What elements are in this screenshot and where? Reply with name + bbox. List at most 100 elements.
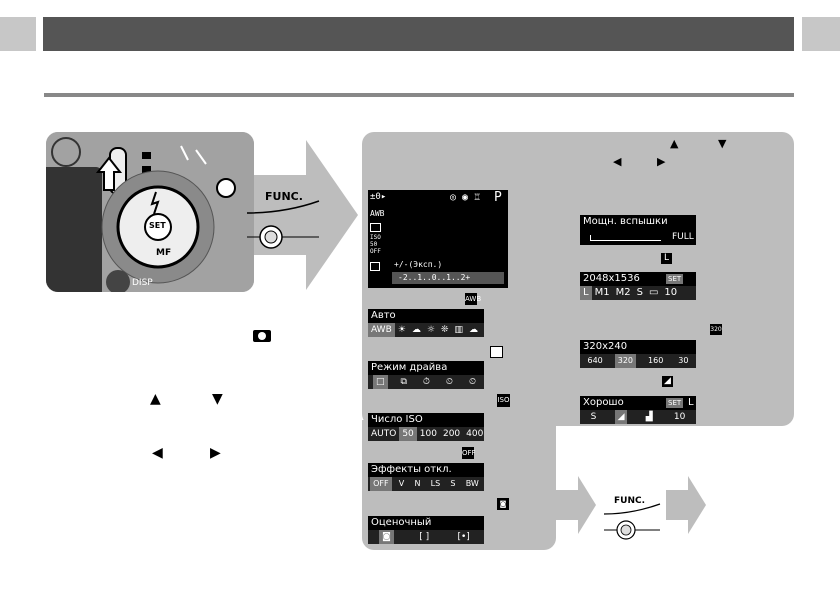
option[interactable]: ☀ [397, 325, 406, 335]
down-arrow-icon: ▼ [718, 137, 727, 150]
arrow-to-func [556, 476, 596, 534]
option[interactable]: 320 [614, 354, 637, 368]
arrow-from-func [666, 476, 706, 534]
menu-options: L M1 M2 S ▭ 10 [580, 286, 696, 300]
option[interactable]: L [580, 286, 592, 300]
option[interactable]: [•] [457, 532, 470, 542]
set-badge: SET [666, 274, 684, 284]
option[interactable]: M2 [615, 287, 631, 298]
up-arrow-icon: ▲ [150, 391, 161, 407]
option[interactable]: 400 [466, 429, 484, 439]
wb-ref-icon: AWB [465, 293, 482, 305]
menu-title: Режим драйва [371, 362, 448, 373]
option[interactable]: ▟ [645, 412, 653, 422]
menu-options: OFF V N LS S BW [368, 477, 484, 491]
func-label-large: FUNC. [265, 190, 303, 203]
header-left-tab [0, 17, 36, 51]
option[interactable]: ▥ [454, 325, 463, 335]
iso-indicator: ISO 50 [370, 234, 381, 248]
option[interactable]: AUTO [371, 429, 397, 439]
option[interactable]: 640 [587, 356, 603, 365]
right-arrow-icon: ▶ [210, 445, 221, 461]
lcd-status-icons: ◎ ◉ ♖ [450, 192, 481, 203]
iso-ref-icon: ISO [497, 394, 510, 407]
option[interactable]: ⧉ [400, 377, 407, 387]
menu-quality[interactable]: Хорошо SET L S ◢ ▟ 10 [580, 396, 696, 424]
mode-indicator: P [494, 190, 502, 205]
drive-ref-icon [490, 346, 503, 358]
option[interactable]: ◢ [614, 410, 628, 424]
left-arrow-icon: ◀ [152, 445, 163, 461]
option[interactable]: N [414, 479, 421, 488]
option[interactable]: 30 [678, 356, 689, 365]
option[interactable]: V [398, 479, 405, 488]
metering-indicator [370, 262, 380, 271]
option[interactable]: ❊ [440, 325, 449, 335]
option[interactable]: LS [430, 479, 441, 488]
disp-label: DISP [132, 278, 153, 288]
menu-options: AUTO 50 100 200 400 [368, 427, 484, 441]
menu-options: □ ⧉ ⏱ ⏲ ⏲ [368, 375, 484, 389]
func-button-large[interactable] [245, 197, 321, 253]
option[interactable]: ☁ [468, 325, 478, 335]
up-arrow-icon: ▲ [670, 137, 679, 150]
menu-flash-output[interactable]: Мощн. вспышки FULL [580, 215, 696, 245]
option[interactable]: 160 [648, 356, 664, 365]
option[interactable]: ⏲ [468, 377, 476, 387]
menu-title: 2048x1536 SET [580, 272, 696, 286]
option[interactable]: S [590, 412, 597, 422]
option[interactable]: ⏱ [422, 377, 430, 387]
menu-options: ◙ [ ] [•] [368, 530, 484, 544]
option[interactable]: 10 [664, 287, 678, 298]
left-arrow-icon: ◀ [613, 155, 622, 168]
option[interactable]: M1 [594, 287, 610, 298]
option[interactable]: □ [372, 375, 388, 389]
option[interactable]: 200 [442, 429, 461, 439]
func-button-small[interactable] [602, 500, 662, 546]
menu-options: S ◢ ▟ 10 [580, 410, 696, 424]
option[interactable]: S [450, 479, 456, 488]
menu-title: Хорошо SET L [580, 396, 696, 410]
option[interactable]: ▭ [648, 287, 659, 298]
option[interactable]: OFF [370, 477, 392, 491]
option[interactable]: ☁ [411, 325, 421, 335]
header-bar [43, 17, 794, 51]
flash-scale [590, 235, 661, 241]
option[interactable]: ☼ [426, 325, 435, 335]
menu-title: Авто [371, 310, 396, 321]
metering-ref-icon: ◙ [497, 498, 509, 510]
menu-title: Мощн. вспышки [583, 216, 668, 227]
exposure-indicator: ±0▸ [370, 192, 387, 202]
option[interactable]: 50 [399, 427, 417, 441]
option[interactable]: AWB [368, 323, 395, 337]
camera-illustration: SET MF DISP [46, 132, 254, 292]
quality-value: Хорошо [583, 397, 624, 408]
menu-white-balance[interactable]: Авто AWB ☀ ☁ ☼ ❊ ▥ ☁ [368, 309, 484, 337]
menu-drive[interactable]: Режим драйва □ ⧉ ⏱ ⏲ ⏲ [368, 361, 484, 389]
option[interactable]: [ ] [419, 532, 430, 542]
exposure-scale-box [392, 272, 504, 284]
effect-indicator: OFF [370, 248, 381, 255]
option[interactable]: 100 [419, 429, 437, 439]
option[interactable]: S [636, 287, 643, 298]
menu-metering[interactable]: Оценочный ◙ [ ] [•] [368, 516, 484, 544]
menu-options: AWB ☀ ☁ ☼ ❊ ▥ ☁ [368, 323, 484, 337]
resolution-value: 2048x1536 [583, 273, 640, 284]
option[interactable]: ◙ [379, 530, 394, 544]
menu-iso[interactable]: Число ISO AUTO 50 100 200 400 [368, 413, 484, 441]
camera-icon [253, 330, 271, 342]
menu-movie[interactable]: 320x240 640 320 160 30 [580, 340, 696, 368]
option[interactable]: ⏲ [445, 377, 453, 387]
wb-indicator: AWB [370, 209, 385, 218]
large-size-icon: L [661, 253, 672, 264]
menu-title: 320x240 [583, 341, 628, 352]
section-rule [44, 93, 794, 97]
option[interactable]: BW [465, 479, 479, 488]
set-badge: SET [666, 398, 684, 408]
flash-value: FULL [672, 232, 694, 242]
func-arrow [254, 140, 358, 290]
menu-resolution[interactable]: 2048x1536 SET L M1 M2 S ▭ 10 [580, 272, 696, 300]
func-label-small: FUNC. [614, 496, 646, 506]
menu-effects[interactable]: Эффекты откл. OFF V N LS S BW [368, 463, 484, 491]
option[interactable]: 10 [673, 412, 686, 422]
